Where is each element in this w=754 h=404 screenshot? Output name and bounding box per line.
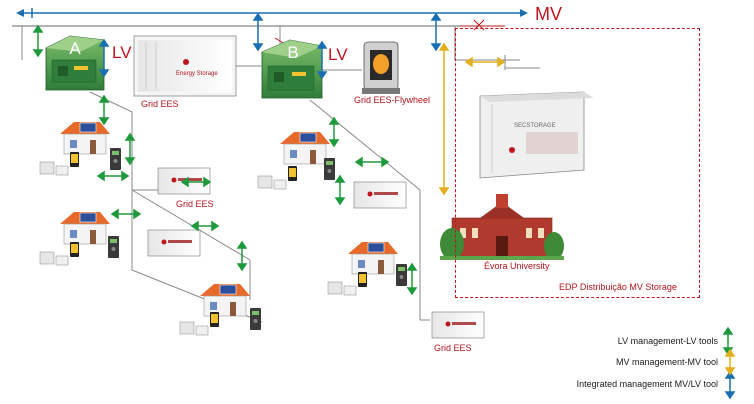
appliances-1 — [39, 151, 80, 176]
grid-ees-left-label: Grid EES — [176, 199, 214, 209]
appliances-5 — [179, 311, 220, 336]
substation-a — [45, 35, 105, 91]
smartbox-2 — [108, 236, 119, 258]
energy-storage-text: Energy Storage — [176, 71, 218, 77]
node-a-label: A — [69, 39, 81, 58]
grid-ees-container-mid — [147, 229, 201, 257]
mv-arrow-head — [520, 9, 528, 17]
grid-ees-container-bottom — [431, 311, 485, 339]
grid-ees-top-label: Grid EES — [141, 99, 179, 109]
lv-arrows — [32, 24, 734, 356]
edp-mv-storage-label: EDP Distribuição MV Storage — [559, 282, 677, 292]
legend-lv: LV management-LV tools — [617, 336, 718, 346]
evora-university-label: Évora University — [484, 261, 550, 271]
node-b-lv-label: LV — [328, 45, 348, 64]
house-1 — [59, 121, 111, 155]
evora-university-building — [440, 194, 564, 260]
grid-ees-bottom-label: Grid EES — [434, 343, 472, 353]
house-4 — [347, 241, 399, 275]
node-a-lv-label: LV — [112, 43, 132, 62]
grid-ees-flywheel-label: Grid EES-Flywheel — [354, 95, 431, 105]
flywheel-unit — [362, 41, 400, 94]
smartbox-3 — [324, 158, 335, 180]
grid-ees-container-right — [353, 181, 407, 209]
legend-mv: MV management-MV tool — [615, 357, 718, 367]
energy-storage-container — [133, 35, 237, 97]
house-3 — [279, 131, 331, 165]
node-b-label: B — [287, 43, 299, 62]
legend-integrated: Integrated management MV/LV tool — [576, 379, 718, 389]
house-5 — [199, 283, 251, 317]
house-2 — [59, 211, 111, 245]
mv-storage-boundary — [455, 28, 700, 298]
substation-b — [261, 39, 323, 99]
appliances-2 — [39, 241, 80, 266]
mv-arrows — [438, 42, 736, 376]
mv-storage-container — [479, 91, 594, 179]
smartbox-1 — [110, 148, 121, 170]
container-brand: SECSTORAGE — [514, 123, 556, 129]
mv-label: MV — [535, 4, 562, 24]
smartbox-5 — [250, 308, 261, 330]
smartbox-4 — [396, 264, 407, 286]
appliances-4 — [327, 271, 368, 296]
appliances-3 — [257, 165, 298, 190]
